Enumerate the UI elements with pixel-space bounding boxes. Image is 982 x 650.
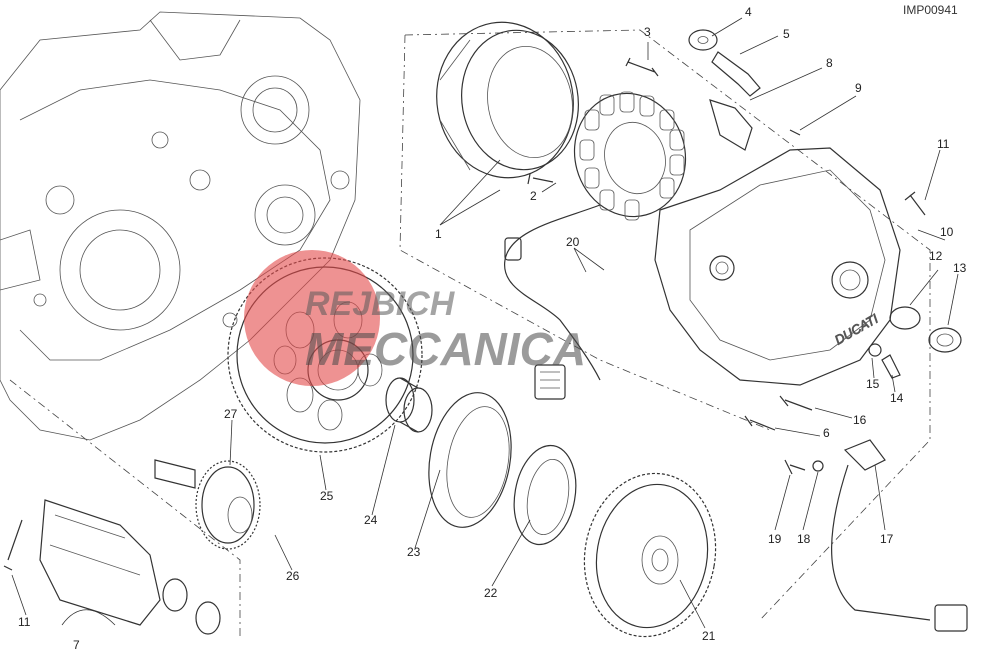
watermark: REJBICH MECCANICA <box>244 250 586 386</box>
callout-20: 20 <box>566 235 580 249</box>
idler-gear-27 <box>154 459 261 550</box>
watermark-line1: REJBICH <box>305 285 456 323</box>
callout-6: 6 <box>823 426 830 440</box>
callout-22: 22 <box>484 586 498 600</box>
callout-18: 18 <box>797 532 811 546</box>
starter-motor <box>3 499 221 635</box>
callout-10: 10 <box>940 225 954 239</box>
callout-15: 15 <box>866 377 880 391</box>
callout-11-top: 11 <box>937 137 950 151</box>
diagram-code: IMP00941 <box>903 3 958 17</box>
flywheel-21 <box>583 472 717 638</box>
callout-4: 4 <box>745 5 752 19</box>
rotor <box>436 21 579 179</box>
stator-wiring <box>504 204 601 400</box>
top-hardware <box>527 29 801 185</box>
callout-labels: 1 2 3 4 5 6 7 8 9 10 11 11 12 13 14 15 1… <box>18 5 967 650</box>
ring-23 <box>428 392 512 528</box>
callout-27: 27 <box>224 407 238 421</box>
generator-cover: DUCATI <box>654 147 901 386</box>
callout-17: 17 <box>880 532 894 546</box>
bushing-24 <box>385 377 433 433</box>
watermark-line2: MECCANICA <box>305 323 586 375</box>
callout-9: 9 <box>855 81 862 95</box>
callout-3: 3 <box>644 25 651 39</box>
callout-23: 23 <box>407 545 421 559</box>
freewheel-22 <box>513 444 577 546</box>
callout-19: 19 <box>768 532 782 546</box>
callout-25: 25 <box>320 489 334 503</box>
callout-8: 8 <box>826 56 833 70</box>
callout-11-bottom: 11 <box>18 615 31 629</box>
callout-12: 12 <box>929 249 943 263</box>
callout-5: 5 <box>783 27 790 41</box>
callout-26: 26 <box>286 569 300 583</box>
assembly-frames <box>9 29 931 640</box>
callout-2: 2 <box>530 189 537 203</box>
callout-7: 7 <box>73 638 80 650</box>
callout-24: 24 <box>364 513 378 527</box>
lower-right-hardware <box>744 191 968 632</box>
callout-16: 16 <box>853 413 867 427</box>
watermark-red-disc <box>244 250 380 386</box>
callout-1: 1 <box>435 227 442 241</box>
callout-21: 21 <box>702 629 716 643</box>
stator <box>573 91 687 221</box>
callout-13: 13 <box>953 261 967 275</box>
callout-14: 14 <box>890 391 904 405</box>
leader-lines <box>11 17 959 629</box>
